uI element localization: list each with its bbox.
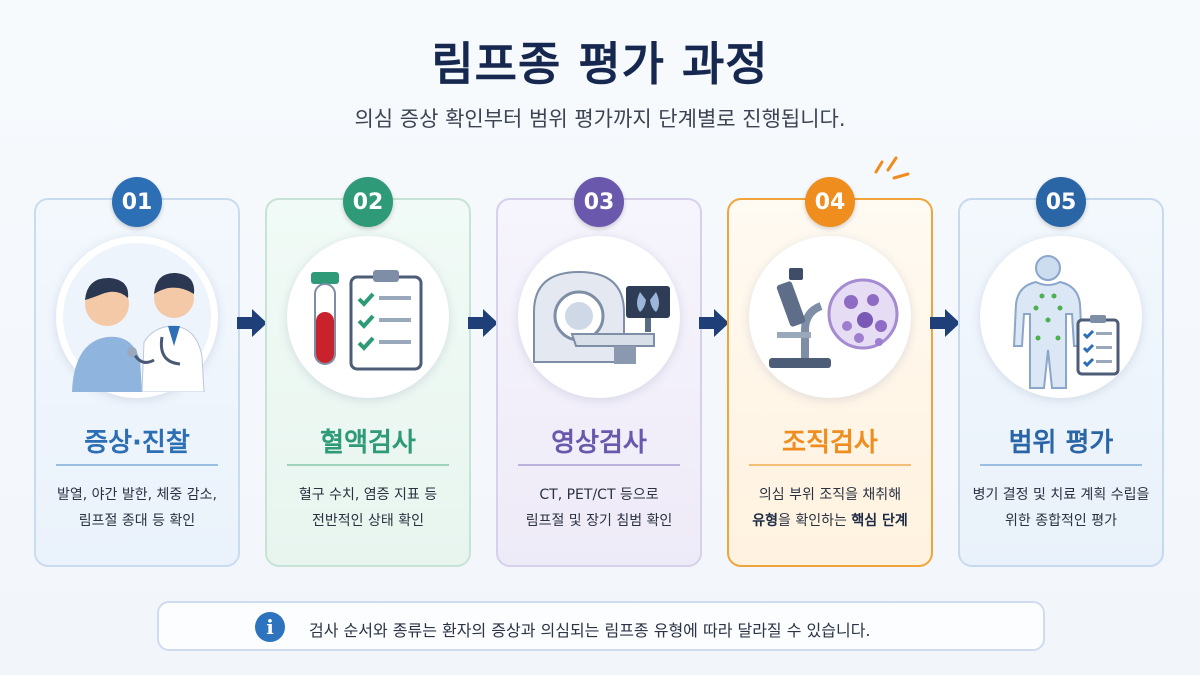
- step-desc-5-line2: 위한 종합적인 평가: [1005, 513, 1117, 529]
- step-desc-4-emphasis-type: 유형: [752, 513, 779, 529]
- info-note: i 검사 순서와 종류는 환자의 증상과 의심되는 림프종 유형에 따라 달라질…: [157, 601, 1045, 651]
- body-staging-icon: [980, 236, 1142, 398]
- arrow-right-icon: [930, 309, 960, 337]
- step-desc-4-emphasis-key: 핵심 단계: [851, 513, 908, 529]
- step-divider-1: [56, 464, 218, 466]
- step-desc-4-line1: 의심 부위 조직을 채취해: [758, 487, 902, 503]
- step-divider-4: [749, 464, 911, 466]
- step-card-3: 영상검사 CT, PET/CT 등으로 림프절 및 장기 침범 확인: [496, 198, 702, 567]
- step-card-2: 혈액검사 혈구 수치, 염증 지표 등 전반적인 상태 확인: [265, 198, 471, 567]
- step-badge-1: 01: [112, 177, 162, 227]
- arrow-right-icon: [237, 309, 267, 337]
- step-card-4: 조직검사 의심 부위 조직을 채취해 유형을 확인하는 핵심 단계: [727, 198, 933, 567]
- step-desc-1: 발열, 야간 발한, 체중 감소, 림프절 종대 등 확인: [42, 482, 232, 534]
- page-title: 림프종 평가 과정: [431, 37, 769, 91]
- info-note-text: 검사 순서와 종류는 환자의 증상과 의심되는 림프종 유형에 따라 달라질 수…: [309, 621, 871, 640]
- step-card-5: 범위 평가 병기 결정 및 치료 계획 수립을 위한 종합적인 평가: [958, 198, 1164, 567]
- info-icon: i: [255, 612, 285, 642]
- step-badge-5: 05: [1036, 177, 1086, 227]
- arrow-right-icon: [468, 309, 498, 337]
- step-title-1: 증상·진찰: [84, 428, 190, 458]
- step-desc-2-line1: 혈구 수치, 염증 지표 등: [298, 487, 438, 503]
- step-badge-3: 03: [574, 177, 624, 227]
- step-desc-5-line1: 병기 결정 및 치료 계획 수립을: [972, 487, 1150, 503]
- step-desc-3-line1: CT, PET/CT 등으로: [539, 487, 659, 503]
- blood-test-icon: [287, 236, 449, 398]
- step-card-1: 증상·진찰 발열, 야간 발한, 체중 감소, 림프절 종대 등 확인: [34, 198, 240, 567]
- step-divider-5: [980, 464, 1142, 466]
- page-subtitle: 의심 증상 확인부터 범위 평가까지 단계별로 진행됩니다.: [354, 107, 846, 131]
- step-divider-3: [518, 464, 680, 466]
- step-divider-2: [287, 464, 449, 466]
- step-badge-4: 04: [805, 177, 855, 227]
- step-title-4: 조직검사: [782, 428, 878, 458]
- arrow-right-icon: [699, 309, 729, 337]
- step-desc-4-mid: 을 확인하는: [778, 513, 852, 529]
- ct-scanner-icon: [518, 236, 680, 398]
- step-desc-2: 혈구 수치, 염증 지표 등 전반적인 상태 확인: [273, 482, 463, 534]
- step-badge-2: 02: [343, 177, 393, 227]
- microscope-icon: [749, 236, 911, 398]
- step-desc-4-line2: 유형을 확인하는 핵심 단계: [735, 508, 925, 534]
- step-title-3: 영상검사: [551, 428, 647, 458]
- step-desc-3-line2: 림프절 및 장기 침범 확인: [525, 513, 673, 529]
- step-title-5: 범위 평가: [1008, 428, 1114, 458]
- step-desc-5: 병기 결정 및 치료 계획 수립을 위한 종합적인 평가: [966, 482, 1156, 534]
- doctor-patient-icon: [56, 236, 218, 398]
- step-desc-2-line2: 전반적인 상태 확인: [312, 513, 424, 529]
- step-desc-1-line2: 림프절 종대 등 확인: [78, 513, 196, 529]
- step-desc-3: CT, PET/CT 등으로 림프절 및 장기 침범 확인: [504, 482, 694, 534]
- highlight-spark-icon: [874, 156, 910, 180]
- step-title-2: 혈액검사: [320, 428, 416, 458]
- step-desc-4: 의심 부위 조직을 채취해 유형을 확인하는 핵심 단계: [735, 482, 925, 534]
- step-desc-1-line1: 발열, 야간 발한, 체중 감소,: [57, 487, 217, 503]
